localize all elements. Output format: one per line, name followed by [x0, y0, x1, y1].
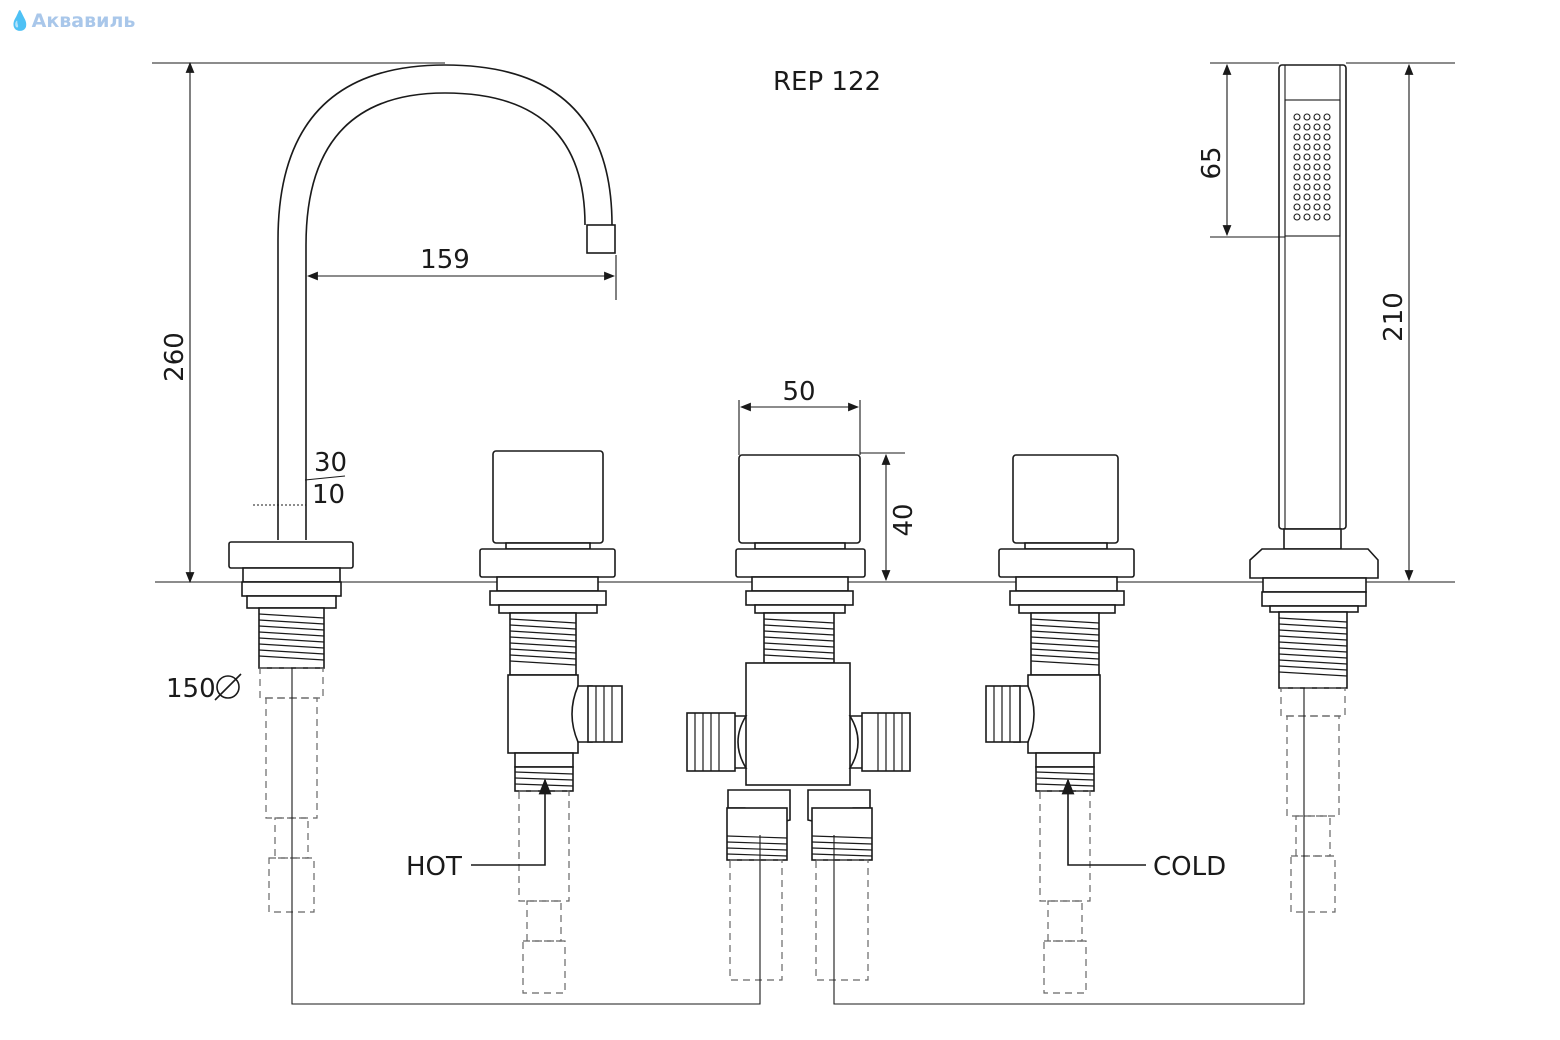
nozzle-dot [1323, 183, 1331, 191]
nozzle-dot [1303, 193, 1311, 201]
hot-label: HOT [406, 852, 462, 882]
nozzle-dot [1293, 143, 1301, 151]
dim-label-260: 260 [160, 332, 190, 382]
shower-spray-face [1284, 99, 1341, 237]
dim-label-65: 65 [1197, 146, 1227, 179]
nozzle-dot [1323, 213, 1331, 221]
nozzle-dot [1303, 113, 1311, 121]
spout [228, 64, 616, 913]
nozzle-dot [1323, 123, 1331, 131]
nozzle-dot [1313, 133, 1321, 141]
dim-label-210: 210 [1379, 292, 1409, 342]
hand-shower [1249, 64, 1379, 913]
dim-label-159: 159 [420, 245, 470, 275]
nozzle-dot [1323, 163, 1331, 171]
nozzle-dot [1313, 123, 1321, 131]
nozzle-dot [1323, 133, 1331, 141]
nozzle-dot [1303, 173, 1311, 181]
nozzle-dot [1293, 183, 1301, 191]
nozzle-dot [1303, 183, 1311, 191]
nozzle-dot [1323, 143, 1331, 151]
dim-shower-height: 210 [1346, 62, 1455, 582]
nozzle-dot [1323, 173, 1331, 181]
connecting-pipes [291, 668, 1305, 1005]
shower-nozzles [1293, 113, 1331, 221]
nozzle-dot [1303, 163, 1311, 171]
dim-handle-width: 50 [738, 377, 861, 455]
nozzle-dot [1313, 113, 1321, 121]
nozzle-dot [1293, 133, 1301, 141]
cold-label: COLD [1153, 852, 1226, 882]
model-title: REP 122 [773, 67, 881, 97]
nozzle-dot [1323, 203, 1331, 211]
nozzle-dot [1313, 153, 1321, 161]
center-diverter [686, 454, 911, 981]
dim-label-40: 40 [889, 503, 919, 536]
hot-callout: HOT [406, 778, 552, 882]
nozzle-dot [1293, 213, 1301, 221]
nozzle-dot [1293, 153, 1301, 161]
nozzle-dot [1293, 173, 1301, 181]
spout-thread [258, 607, 325, 669]
nozzle-dot [1303, 133, 1311, 141]
hot-valve [479, 450, 623, 994]
nozzle-dot [1313, 173, 1321, 181]
dim-label-150: 150 [166, 674, 216, 704]
nozzle-dot [1303, 123, 1311, 131]
dim-label-30: 30 [314, 448, 347, 478]
nozzle-dot [1293, 163, 1301, 171]
dim-label-50: 50 [782, 377, 815, 407]
nozzle-dot [1313, 213, 1321, 221]
nozzle-dot [1313, 143, 1321, 151]
nozzle-dot [1293, 113, 1301, 121]
nozzle-dot [1323, 113, 1331, 121]
nozzle-dot [1303, 143, 1311, 151]
diameter-icon [216, 675, 240, 699]
cold-valve [985, 454, 1135, 994]
nozzle-dot [1313, 163, 1321, 171]
nozzle-dot [1293, 203, 1301, 211]
watermark-logo: 💧Аквавиль [8, 9, 135, 32]
nozzle-dot [1293, 193, 1301, 201]
nozzle-dot [1313, 183, 1321, 191]
dim-label-10: 10 [312, 480, 345, 510]
nozzle-dot [1323, 153, 1331, 161]
watermark-text: Аквавиль [31, 10, 136, 32]
dim-spout-pipe: 30 10 [253, 448, 347, 510]
cold-callout: COLD [1061, 778, 1226, 882]
nozzle-dot [1293, 123, 1301, 131]
nozzle-dot [1313, 193, 1321, 201]
dim-handle-height: 40 [860, 452, 919, 582]
dim-hole-diameter: 150 [166, 673, 242, 704]
dim-spout-height: 260 [152, 61, 445, 584]
nozzle-dot [1303, 213, 1311, 221]
drop-icon: 💧 [8, 10, 32, 32]
dim-shower-head: 65 [1197, 62, 1285, 238]
nozzle-dot [1303, 153, 1311, 161]
dim-spout-reach: 159 [306, 245, 617, 300]
nozzle-dot [1303, 203, 1311, 211]
nozzle-dot [1323, 193, 1331, 201]
nozzle-dot [1313, 203, 1321, 211]
